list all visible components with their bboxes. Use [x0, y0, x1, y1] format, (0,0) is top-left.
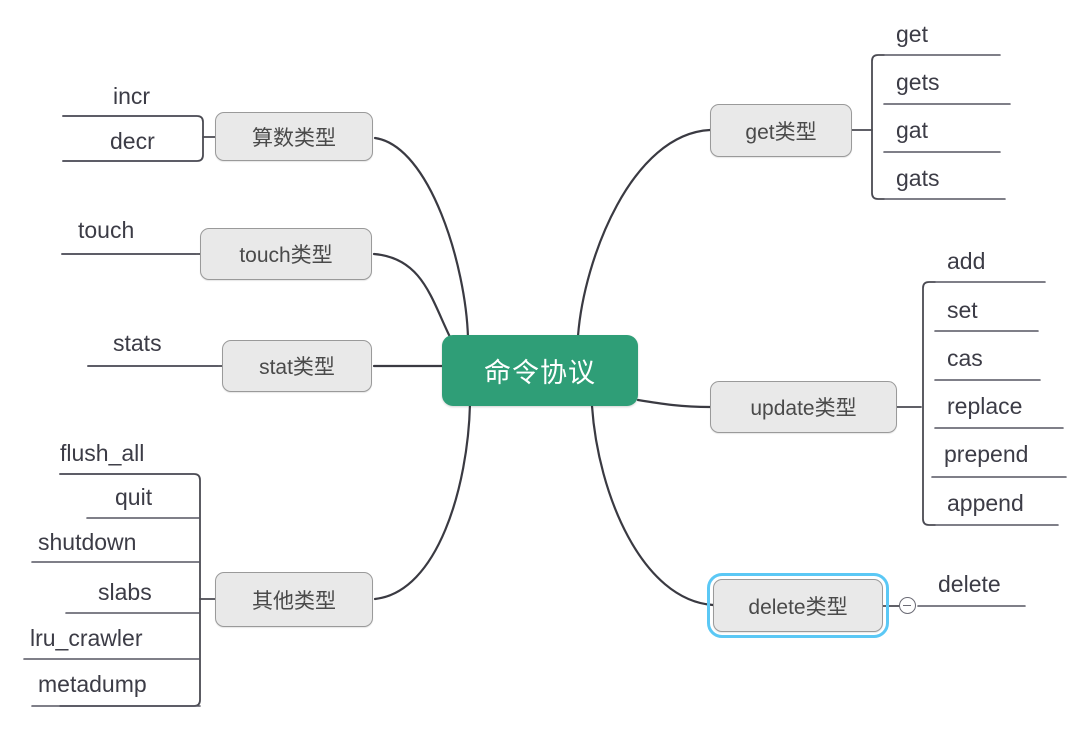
leaf-touch[interactable]: touch	[78, 219, 134, 242]
leaf-incr[interactable]: incr	[113, 85, 150, 108]
branch-node-get[interactable]: get类型	[710, 104, 852, 157]
branch-node-label: update类型	[750, 397, 857, 420]
circle-minus-icon[interactable]	[899, 597, 916, 614]
leaf-delete[interactable]: delete	[938, 573, 1001, 596]
leaf-label: flush_all	[60, 440, 145, 466]
connector-root-delete	[590, 404, 715, 607]
branch-node-arith[interactable]: 算数类型	[215, 112, 373, 161]
branch-node-stat[interactable]: stat类型	[222, 340, 372, 392]
leaf-append[interactable]: append	[947, 492, 1024, 515]
root-node[interactable]: 命令协议	[442, 335, 638, 406]
leaf-gat[interactable]: gat	[896, 119, 928, 142]
leaf-label: metadump	[38, 671, 147, 697]
leaf-label: quit	[115, 484, 153, 510]
branch-node-touch[interactable]: touch类型	[200, 228, 372, 280]
leaf-replace[interactable]: replace	[947, 395, 1022, 418]
branch-node-label: stat类型	[259, 356, 335, 379]
leaf-stats[interactable]: stats	[113, 332, 162, 355]
branch-node-label: touch类型	[239, 244, 333, 267]
leaf-label: gets	[896, 69, 940, 95]
leaf-lru-crawler[interactable]: lru_crawler	[30, 627, 142, 650]
leaf-label: delete	[938, 571, 1001, 597]
leaf-label: decr	[110, 128, 155, 154]
leaf-gats[interactable]: gats	[896, 167, 939, 190]
leaf-label: slabs	[98, 579, 152, 605]
root-node-label: 命令协议	[484, 358, 596, 388]
leaf-flush-all[interactable]: flush_all	[60, 442, 144, 465]
leaf-set[interactable]: set	[947, 299, 978, 322]
leaf-quit[interactable]: quit	[115, 486, 152, 509]
leaf-metadump[interactable]: metadump	[38, 673, 147, 696]
connector-root-arith	[373, 136, 470, 340]
leaf-prepend[interactable]: prepend	[944, 443, 1028, 466]
leaf-label: touch	[78, 217, 135, 243]
leaf-label: lru_crawler	[30, 625, 143, 651]
leaf-label: add	[947, 248, 986, 274]
spine-get	[871, 54, 885, 200]
leaf-label: shutdown	[38, 529, 137, 555]
connector-root-get	[576, 128, 712, 338]
leaf-label: set	[947, 297, 978, 323]
branch-node-delete[interactable]: delete类型	[707, 573, 889, 638]
leaf-label: stats	[113, 330, 162, 356]
spine-update	[922, 281, 936, 526]
branch-node-label: delete类型	[748, 595, 848, 619]
leaf-label: append	[947, 490, 1024, 516]
leaf-cas[interactable]: cas	[947, 347, 983, 370]
branch-node-label: 算数类型	[252, 126, 336, 150]
branch-node-label: 其他类型	[252, 589, 336, 613]
connector-root-other	[373, 402, 472, 601]
branch-node-label: get类型	[745, 120, 817, 144]
leaf-label: get	[896, 21, 928, 47]
leaf-get[interactable]: get	[896, 23, 928, 46]
connector-root-touch	[372, 252, 454, 343]
leaf-gets[interactable]: gets	[896, 71, 939, 94]
leaf-label: cas	[947, 345, 983, 371]
leaf-slabs[interactable]: slabs	[98, 581, 152, 604]
branch-node-other[interactable]: 其他类型	[215, 572, 373, 627]
leaf-label: gat	[896, 117, 928, 143]
connector-root-update	[636, 398, 712, 409]
leaf-label: incr	[113, 83, 151, 109]
leaf-add[interactable]: add	[947, 250, 985, 273]
leaf-shutdown[interactable]: shutdown	[38, 531, 136, 554]
branch-node-update[interactable]: update类型	[710, 381, 897, 433]
leaf-label: prepend	[944, 441, 1029, 467]
leaf-label: replace	[947, 393, 1023, 419]
leaf-decr[interactable]: decr	[110, 130, 155, 153]
leaf-label: gats	[896, 165, 940, 191]
